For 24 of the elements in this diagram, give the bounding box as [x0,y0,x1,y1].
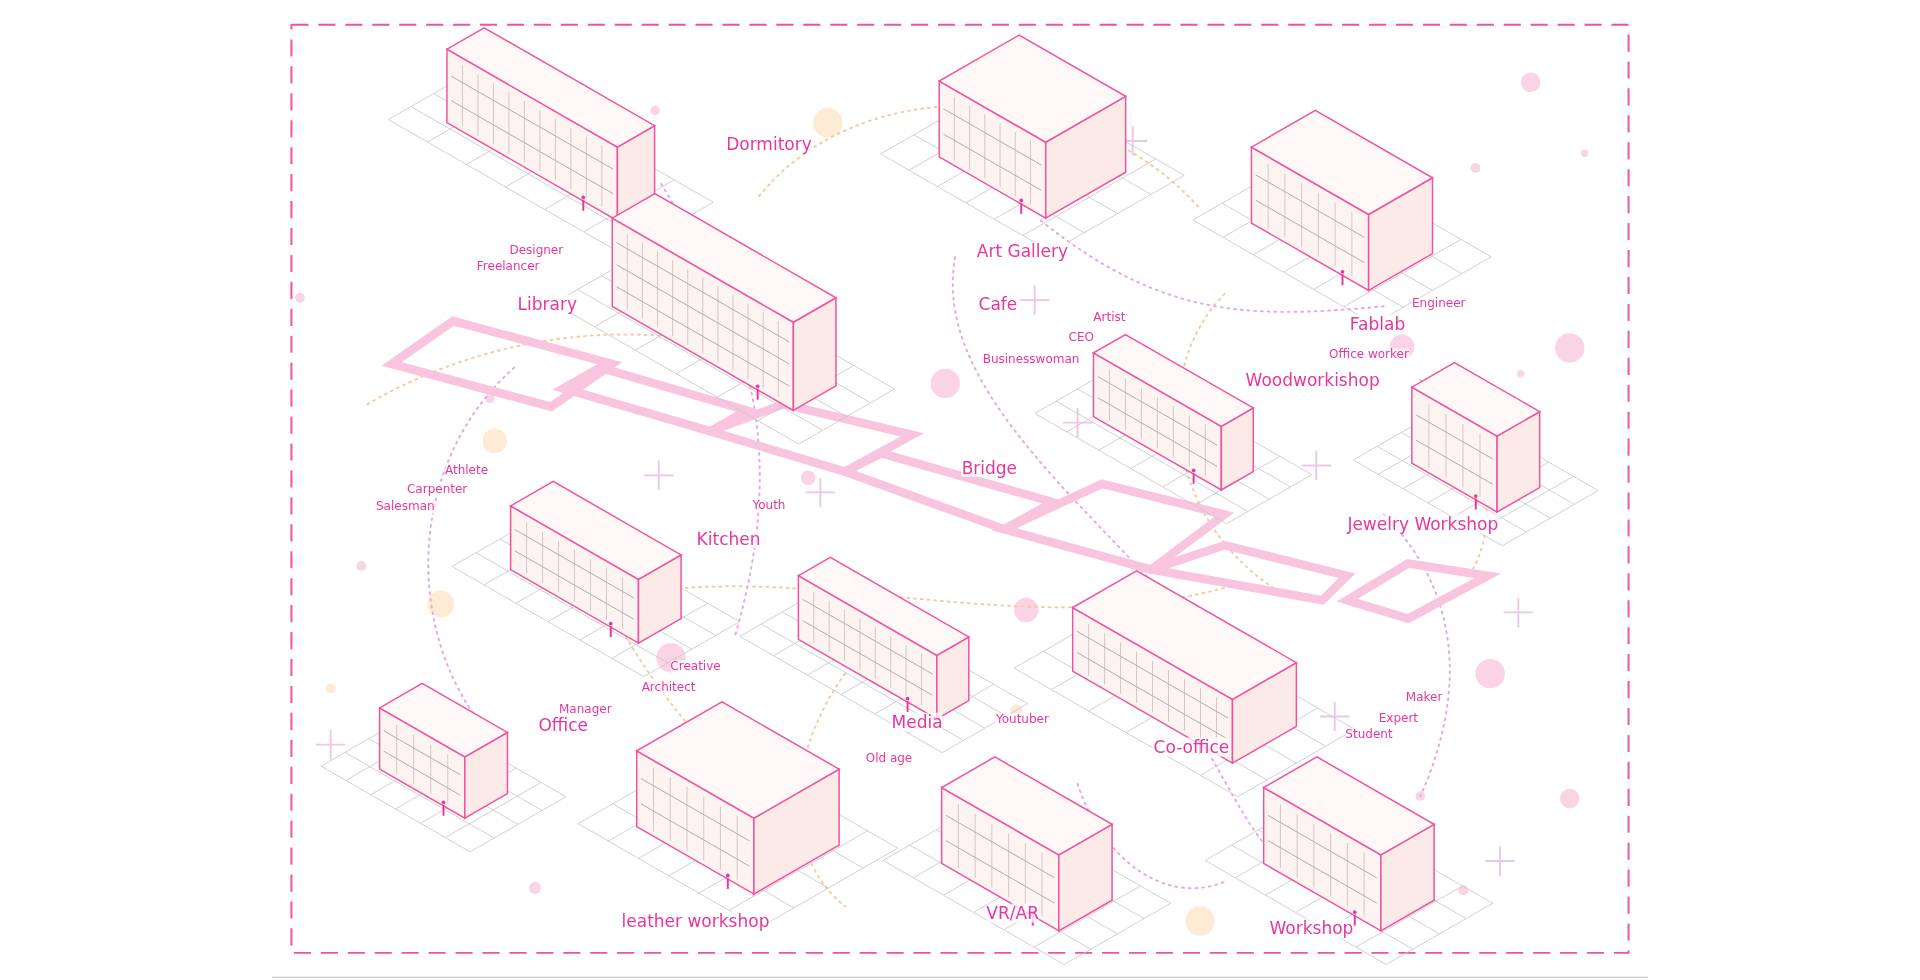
role-label: Engineer [1412,297,1466,311]
building-label: Media [891,713,943,732]
building-label: Kitchen [696,529,761,549]
building-label: leather workshop [621,911,770,931]
role-label: Expert [1378,712,1418,726]
building-label: Co-office [1153,737,1230,757]
building-label: Cafe [978,294,1018,313]
role-label: Creative [670,660,721,674]
role-label: Carpenter [407,483,468,497]
building-label: Art Gallery [976,241,1069,261]
role-label: Manager [559,703,612,717]
role-label: Architect [641,681,696,695]
building-label: Library [517,294,578,313]
role-label: Old age [865,752,913,766]
role-label: Office worker [1329,348,1409,362]
building-label: Woodworkishop [1245,370,1380,389]
role-label: Youth [752,499,786,513]
building-label: Dormitory [726,135,812,154]
building-label: Jewelry Workshop [1347,514,1499,534]
role-label: Salesman [376,500,435,514]
building-label: VR/AR [986,904,1039,923]
building-label: Bridge [961,458,1018,478]
building-label: Workshop [1269,918,1354,938]
role-label: Designer [509,244,564,258]
